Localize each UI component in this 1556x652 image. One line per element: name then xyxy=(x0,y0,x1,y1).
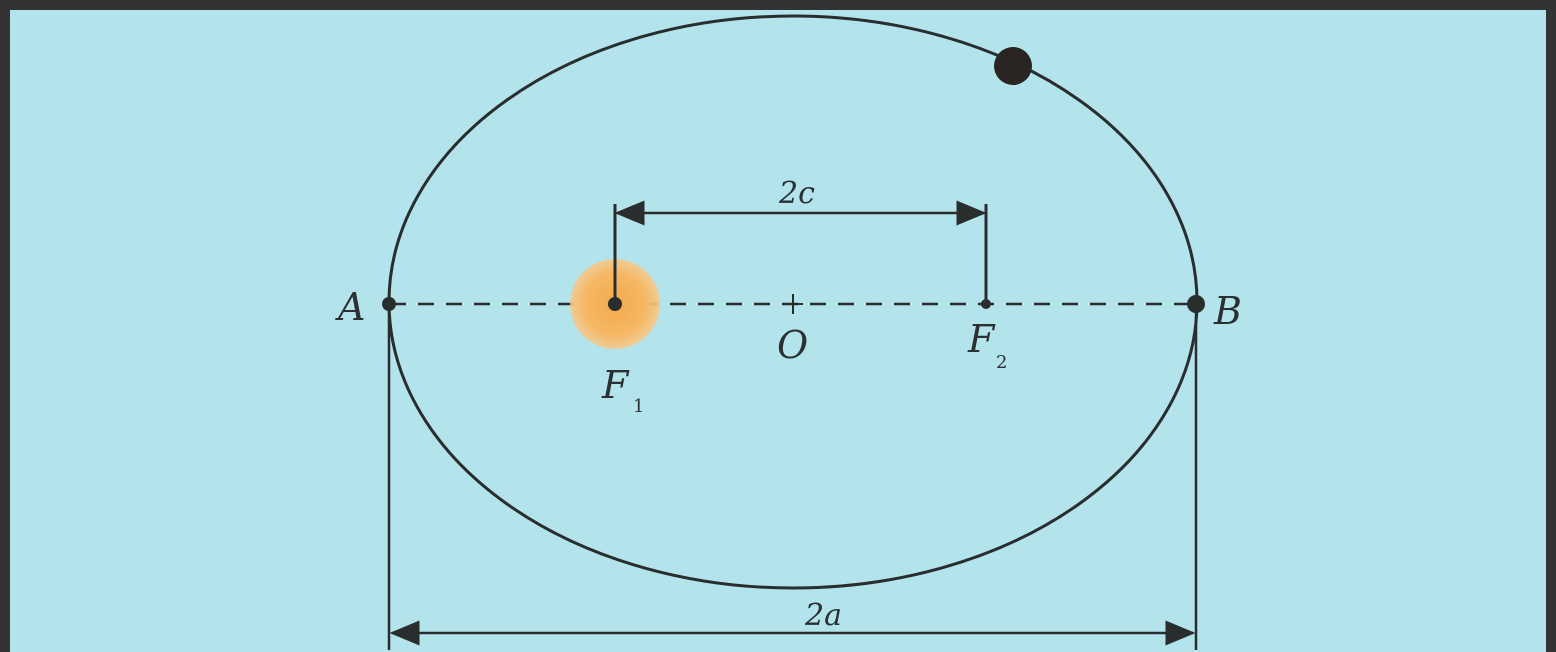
label-point-a: A xyxy=(335,285,365,329)
focus-1-marker xyxy=(608,297,622,311)
label-major-axis: 2a xyxy=(804,598,842,633)
planet xyxy=(994,47,1032,85)
focus-2-marker xyxy=(981,299,991,309)
label-focus-1: F xyxy=(601,363,630,407)
label-point-b: B xyxy=(1213,289,1242,333)
paper-background xyxy=(10,10,1546,652)
label-focus-2-subscript: 2 xyxy=(996,352,1007,373)
label-center: O xyxy=(777,323,808,367)
label-focal-distance: 2c xyxy=(778,176,815,211)
label-focus-2: F xyxy=(967,317,996,361)
label-focus-1-subscript: 1 xyxy=(633,396,644,417)
point-a-marker xyxy=(382,297,396,311)
point-b-marker xyxy=(1187,295,1205,313)
